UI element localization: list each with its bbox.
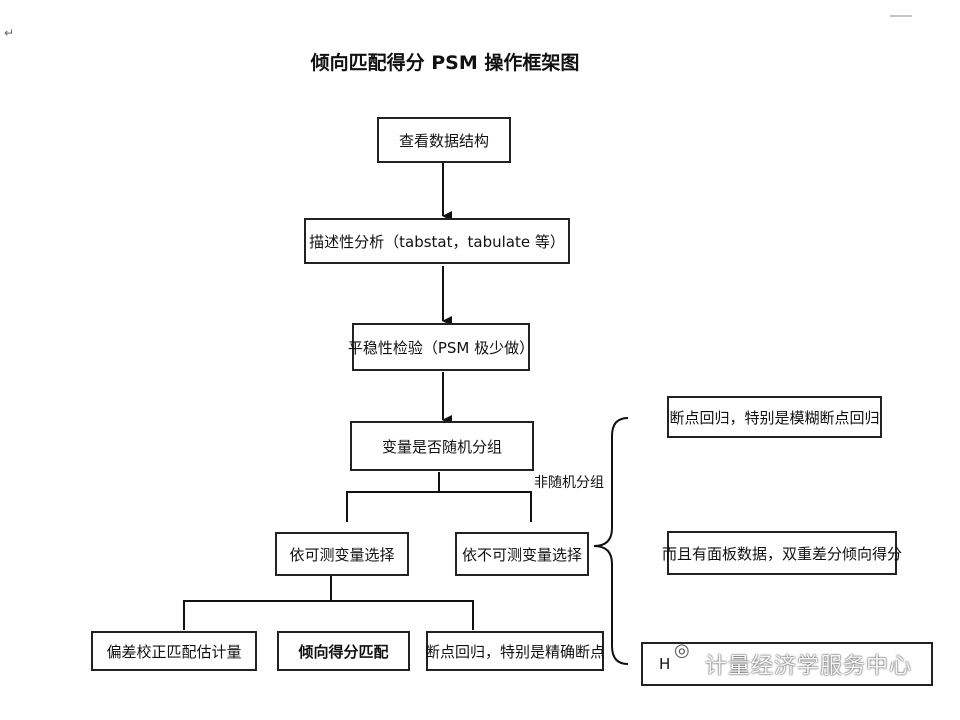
right-curly-brace <box>593 417 629 665</box>
box-propensity-score-matching: 倾向得分匹配 <box>277 631 410 671</box>
watermark: 计量经济学服务中心 <box>705 654 913 679</box>
box-stationarity-test: 平稳性检验（PSM 极少做） <box>348 323 534 371</box>
box-view-data-structure: 查看数据结构 <box>377 117 511 163</box>
brace-split-1 <box>346 472 532 522</box>
wechat-icon: ◎ <box>674 640 690 661</box>
box-sharp-rdd: 断点回归，特别是精确断点 <box>425 631 605 671</box>
box-panel-did-psm: 而且有面板数据，双重差分倾向得分 <box>662 531 902 575</box>
return-mark: ↵ <box>4 26 15 40</box>
box-descriptive-analysis: 描述性分析（tabstat，tabulate 等） <box>304 218 570 264</box>
box-unobservable-selection: 依不可测变量选择 <box>455 532 589 576</box>
brace-split-2 <box>183 576 474 630</box>
page-title: 倾向匹配得分 PSM 操作框架图 <box>310 52 580 74</box>
box-heckman-model: H <box>641 642 933 686</box>
box-bias-corrected-matching: 偏差校正匹配估计量 <box>91 631 257 671</box>
box-fuzzy-rdd: 断点回归，特别是模糊断点回归 <box>667 396 882 438</box>
box-observable-selection: 依可测变量选择 <box>275 532 409 576</box>
box-random-grouping: 变量是否随机分组 <box>350 421 534 471</box>
label-nonrandom-grouping: 非随机分组 <box>534 475 604 491</box>
